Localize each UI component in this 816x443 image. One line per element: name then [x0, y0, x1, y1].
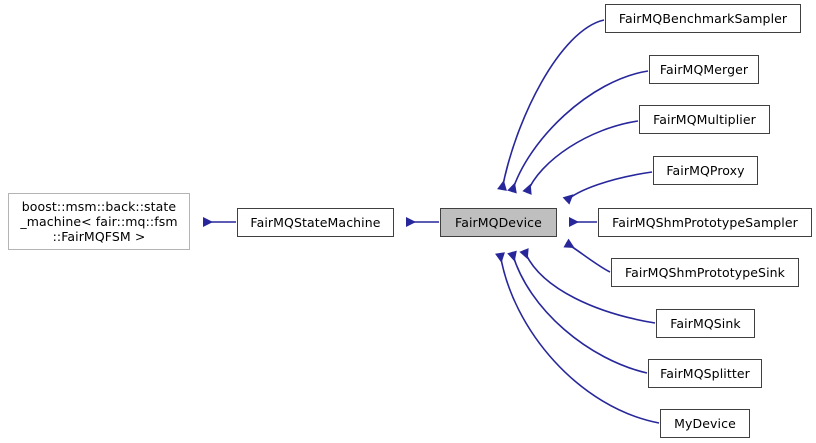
- node-fairmq-multiplier-label: FairMQMultiplier: [653, 112, 756, 127]
- edge-shmprototypesink-to-device: [563, 238, 611, 273]
- node-boost-state-machine-label: boost::msm::back::state _machine< fair::…: [20, 199, 178, 244]
- node-fairmq-proxy-label: FairMQProxy: [666, 163, 745, 178]
- node-fairmq-splitter-label: FairMQSplitter: [660, 366, 750, 381]
- node-my-device-label: MyDevice: [674, 416, 736, 431]
- node-fairmq-device-label: FairMQDevice: [455, 215, 542, 230]
- node-fairmq-state-machine-label: FairMQStateMachine: [250, 215, 381, 230]
- node-fairmq-proxy[interactable]: FairMQProxy: [653, 156, 758, 185]
- node-fairmq-benchmark-sampler-label: FairMQBenchmarkSampler: [618, 11, 788, 26]
- node-fairmq-benchmark-sampler[interactable]: FairMQBenchmarkSampler: [605, 4, 801, 33]
- node-fairmq-sink[interactable]: FairMQSink: [656, 309, 755, 338]
- node-fairmq-splitter[interactable]: FairMQSplitter: [648, 359, 762, 388]
- node-fairmq-shm-prototype-sampler[interactable]: FairMQShmPrototypeSampler: [598, 208, 812, 237]
- node-fairmq-merger[interactable]: FairMQMerger: [649, 55, 759, 84]
- node-fairmq-shm-prototype-sink[interactable]: FairMQShmPrototypeSink: [611, 258, 799, 287]
- node-fairmq-shm-prototype-sampler-label: FairMQShmPrototypeSampler: [612, 215, 798, 230]
- edge-multiplier-to-device: [522, 120, 639, 195]
- edge-merger-to-device: [507, 70, 649, 194]
- node-fairmq-merger-label: FairMQMerger: [659, 62, 749, 77]
- edge-proxy-to-device: [562, 171, 653, 205]
- node-fairmq-shm-prototype-sink-label: FairMQShmPrototypeSink: [624, 265, 786, 280]
- node-fairmq-sink-label: FairMQSink: [670, 316, 741, 331]
- node-fairmq-state-machine[interactable]: FairMQStateMachine: [237, 208, 394, 237]
- node-boost-state-machine[interactable]: boost::msm::back::state _machine< fair::…: [8, 193, 190, 250]
- edge-benchmarksampler-to-device: [497, 19, 605, 191]
- node-fairmq-device[interactable]: FairMQDevice: [440, 208, 557, 237]
- node-fairmq-multiplier[interactable]: FairMQMultiplier: [639, 105, 770, 134]
- node-my-device[interactable]: MyDevice: [660, 409, 750, 438]
